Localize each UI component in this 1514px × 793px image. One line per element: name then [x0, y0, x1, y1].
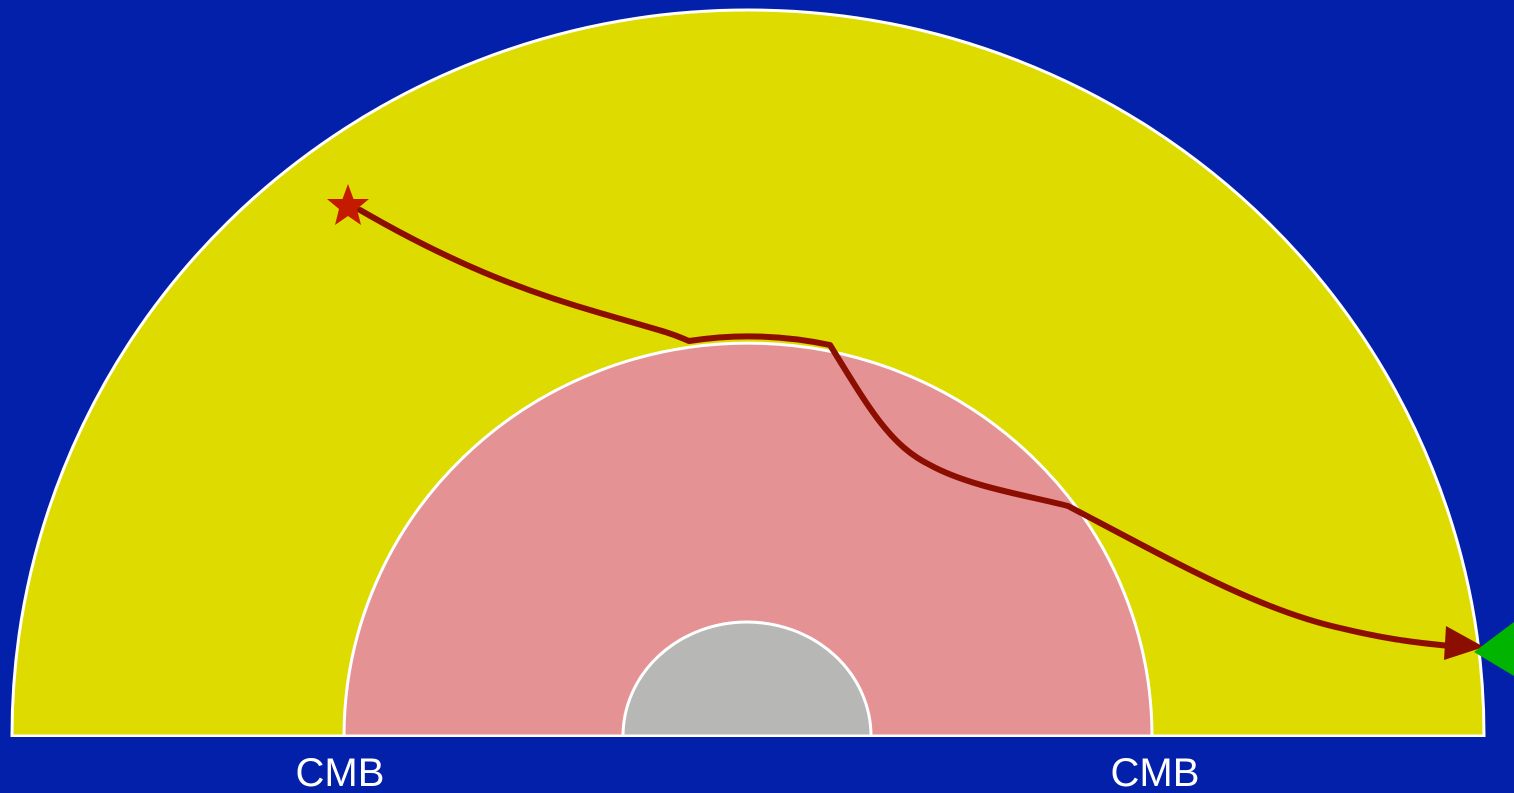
cmb-label-left: CMB — [296, 751, 385, 793]
seismic-ray-path — [357, 207, 1453, 649]
seismometer-receiver-triangle-icon — [1474, 622, 1514, 676]
inner-core-region — [621, 620, 873, 738]
outer-core-region — [342, 341, 1154, 738]
earthquake-source-star-icon — [327, 184, 369, 225]
baseline-band — [0, 737, 1514, 793]
cmb-label-right: CMB — [1111, 751, 1200, 793]
ray-arrowhead-icon — [1444, 626, 1484, 660]
